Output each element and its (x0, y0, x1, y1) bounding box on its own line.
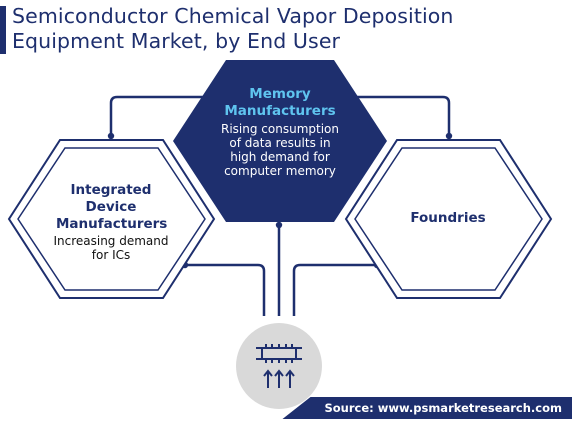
segment-integrated-device-description: Increasing demand for ICs (53, 234, 169, 262)
hexagon-integrated-device (7, 139, 216, 299)
title-accent-bar (0, 6, 6, 54)
chart-title: Semiconductor Chemical Vapor Deposition … (12, 4, 454, 53)
connector-lines (109, 95, 451, 316)
segment-memory: Memory Manufacturers Rising consumption … (200, 86, 360, 178)
segment-memory-description: Rising consumption of data results in hi… (221, 122, 339, 178)
segment-foundries-title: Foundries (410, 210, 486, 226)
hexagon-memory (173, 60, 387, 222)
segment-integrated-device: Integrated Device Manufacturers Increasi… (36, 182, 186, 262)
source-banner: Source: www.psmarketresearch.com (282, 397, 572, 419)
segment-integrated-device-title: Integrated Device Manufacturers (56, 182, 168, 232)
hexagon-foundries (344, 139, 553, 299)
segment-foundries: Foundries (378, 210, 518, 227)
cvd-equipment-icon (256, 344, 302, 388)
segment-memory-title: Memory Manufacturers (224, 86, 336, 119)
center-circle (236, 323, 322, 409)
